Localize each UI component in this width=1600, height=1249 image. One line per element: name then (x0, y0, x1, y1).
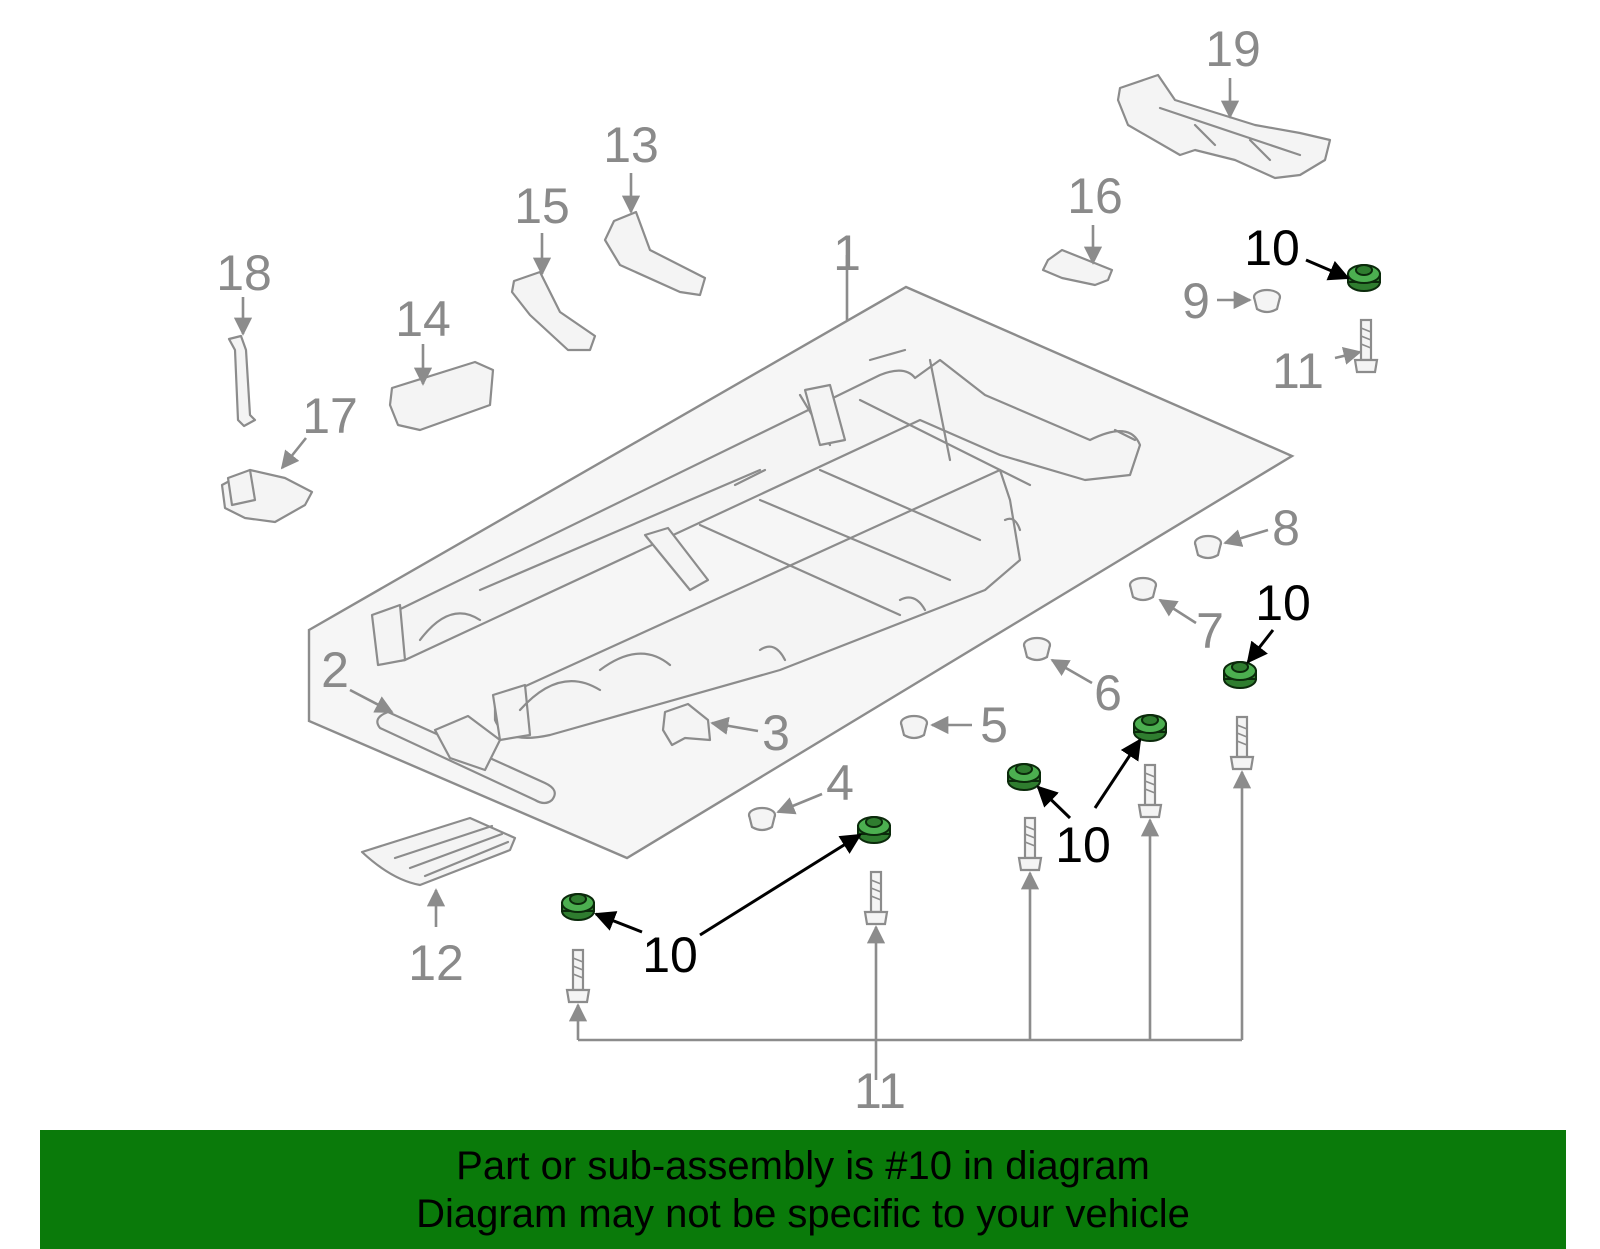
part-8-plug (1193, 534, 1223, 560)
part-11-bolt (1137, 763, 1163, 819)
part-11-bolt (1229, 715, 1255, 771)
callout-14: 14 (395, 291, 451, 347)
callout-11-top: 11 (1272, 343, 1324, 399)
part-18-rod (227, 334, 257, 428)
leader-lines-gray (233, 78, 1362, 1080)
part-5-plug (899, 714, 929, 740)
part-11-bolt (1353, 318, 1379, 374)
part-19-crossmember (1116, 73, 1332, 180)
part-11-bolt (863, 870, 889, 926)
part-3-bracket (661, 702, 712, 747)
part-10-nut (857, 816, 891, 844)
callout-2: 2 (321, 642, 349, 698)
banner-line-1: Part or sub-assembly is #10 in diagram (456, 1143, 1150, 1188)
callout-10: 10 (642, 927, 698, 983)
part-7-plug (1128, 576, 1158, 602)
callout-10: 10 (1055, 817, 1111, 873)
callout-3: 3 (762, 705, 790, 761)
callout-10: 10 (1244, 220, 1300, 276)
part-10-nut (1007, 763, 1041, 791)
part-2-crossmember-shaft (376, 710, 556, 805)
part-12-skid-plate (360, 816, 517, 887)
callout-18: 18 (216, 245, 272, 301)
callout-13: 13 (603, 117, 659, 173)
part-10-nut (1133, 714, 1167, 742)
frame-illustration (370, 348, 1142, 742)
part-13-reinforcement (603, 210, 707, 297)
part-14-bracket (388, 360, 495, 432)
callout-9: 9 (1182, 273, 1210, 329)
callout-1: 1 (833, 225, 861, 281)
callout-12: 12 (408, 935, 464, 991)
part-10-nut (1223, 661, 1257, 689)
part-10-nut (1347, 264, 1381, 292)
callout-labels: 1 2 3 4 5 6 7 8 9 11 11 12 13 15 14 16 1… (216, 21, 1324, 1119)
part-15-reinforcement (510, 270, 597, 352)
part-6-plug (1022, 636, 1052, 662)
part-9-plug (1252, 288, 1282, 314)
part-10-nut (561, 893, 595, 921)
callout-19: 19 (1205, 21, 1261, 77)
callout-15: 15 (514, 178, 570, 234)
callout-4: 4 (826, 755, 854, 811)
part-4-plug (747, 806, 777, 832)
part-16-plate (1041, 248, 1114, 287)
part-11-bolt (565, 948, 591, 1004)
callout-11-bottom: 11 (854, 1063, 906, 1119)
callout-8: 8 (1272, 500, 1300, 556)
callout-17: 17 (302, 388, 358, 444)
callout-16: 16 (1067, 168, 1123, 224)
banner-line-2: Diagram may not be specific to your vehi… (416, 1191, 1190, 1236)
callout-5: 5 (980, 697, 1008, 753)
callout-6: 6 (1094, 665, 1122, 721)
callout-10: 10 (1255, 575, 1311, 631)
callout-7: 7 (1196, 603, 1224, 659)
leader-lines-part-10 (594, 258, 1350, 937)
part-11-bolt (1017, 816, 1043, 872)
info-banner: Part or sub-assembly is #10 in diagram D… (40, 1130, 1566, 1249)
part-17-mount (220, 468, 314, 524)
